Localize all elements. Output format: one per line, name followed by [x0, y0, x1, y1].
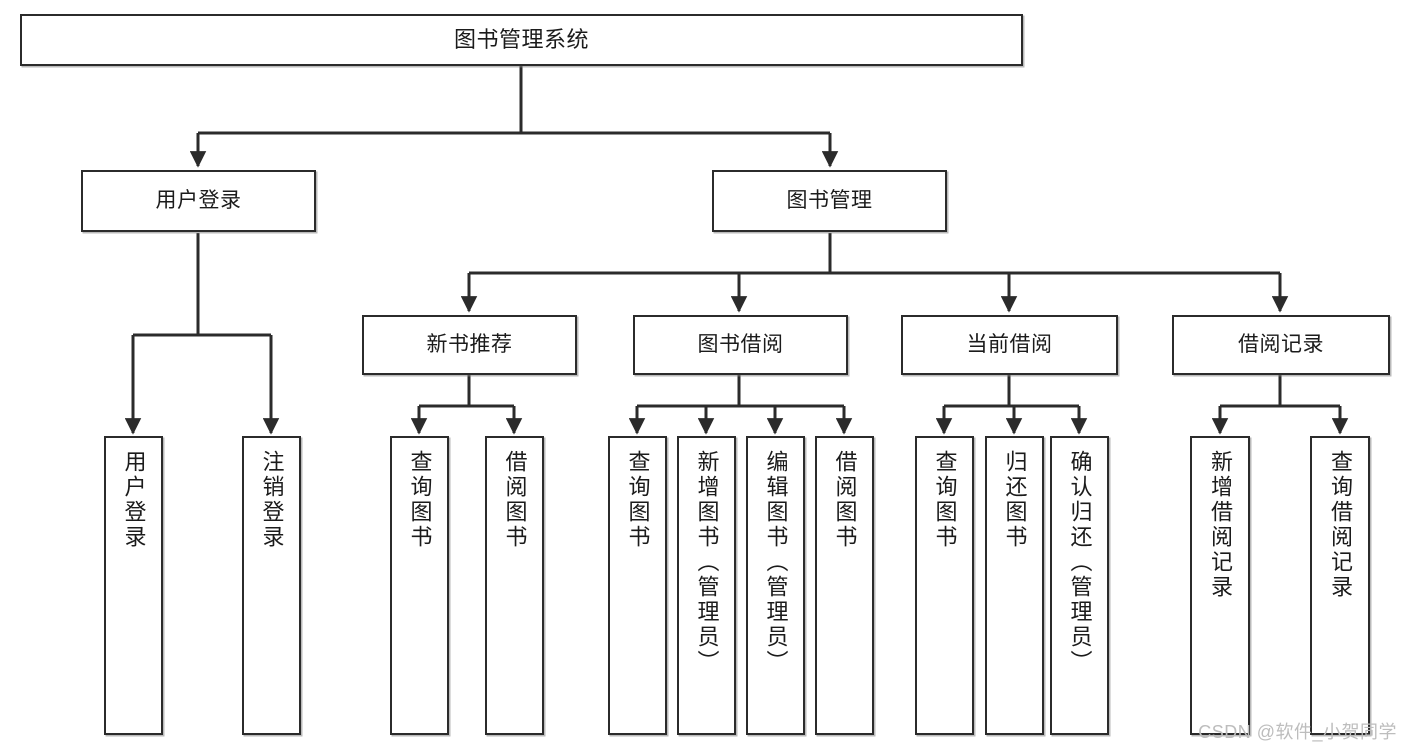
leaf-currentborrow-return-book[interactable]: 归还图书: [985, 436, 1044, 735]
leaf-bookborrow-add-book[interactable]: 新增图书（管理员）: [677, 436, 736, 735]
leaf-bookborrow-edit-book[interactable]: 编辑图书（管理员）: [746, 436, 805, 735]
leaf-bookborrow-edit-book-label: 编辑图书（管理员）: [763, 450, 789, 675]
node-book-borrow[interactable]: 图书借阅: [633, 315, 848, 375]
node-user-login[interactable]: 用户登录: [81, 170, 316, 232]
leaf-borrowrecord-query-record[interactable]: 查询借阅记录: [1310, 436, 1370, 735]
node-book-borrow-label: 图书借阅: [697, 333, 784, 357]
node-borrow-record-label: 借阅记录: [1238, 333, 1324, 357]
csdn-watermark: CSDN @软件_小贺同学: [1198, 722, 1397, 742]
node-new-book-recommend-label: 新书推荐: [426, 333, 513, 357]
leaf-bookborrow-query-book-label: 查询图书: [625, 450, 651, 550]
node-user-login-label: 用户登录: [155, 189, 242, 213]
leaf-user-login[interactable]: 用户登录: [104, 436, 163, 735]
leaf-currentborrow-return-book-label: 归还图书: [1002, 450, 1028, 550]
node-book-management[interactable]: 图书管理: [712, 170, 947, 232]
leaf-bookborrow-add-book-label: 新增图书（管理员）: [694, 450, 720, 675]
leaf-user-login-label: 用户登录: [121, 450, 147, 550]
node-root[interactable]: 图书管理系统: [20, 14, 1023, 66]
leaf-borrowrecord-add-record-label: 新增借阅记录: [1207, 450, 1233, 600]
leaf-newbook-query-book[interactable]: 查询图书: [390, 436, 449, 735]
leaf-currentborrow-query-book[interactable]: 查询图书: [915, 436, 974, 735]
leaf-borrowrecord-add-record[interactable]: 新增借阅记录: [1190, 436, 1250, 735]
node-borrow-record[interactable]: 借阅记录: [1172, 315, 1390, 375]
node-current-borrow[interactable]: 当前借阅: [901, 315, 1118, 375]
leaf-bookborrow-borrow-book[interactable]: 借阅图书: [815, 436, 874, 735]
leaf-currentborrow-confirm-return[interactable]: 确认归还（管理员）: [1050, 436, 1109, 735]
leaf-bookborrow-borrow-book-label: 借阅图书: [832, 450, 858, 550]
node-current-borrow-label: 当前借阅: [966, 333, 1053, 357]
leaf-newbook-borrow-book-label: 借阅图书: [502, 450, 528, 550]
leaf-borrowrecord-query-record-label: 查询借阅记录: [1327, 450, 1353, 600]
node-book-management-label: 图书管理: [786, 189, 873, 213]
leaf-currentborrow-confirm-return-label: 确认归还（管理员）: [1067, 450, 1093, 675]
leaf-currentborrow-query-book-label: 查询图书: [932, 450, 958, 550]
leaf-logout[interactable]: 注销登录: [242, 436, 301, 735]
leaf-newbook-borrow-book[interactable]: 借阅图书: [485, 436, 544, 735]
leaf-bookborrow-query-book[interactable]: 查询图书: [608, 436, 667, 735]
node-new-book-recommend[interactable]: 新书推荐: [362, 315, 577, 375]
node-root-label: 图书管理系统: [453, 26, 589, 52]
leaf-newbook-query-book-label: 查询图书: [407, 450, 433, 550]
leaf-logout-label: 注销登录: [259, 450, 285, 550]
